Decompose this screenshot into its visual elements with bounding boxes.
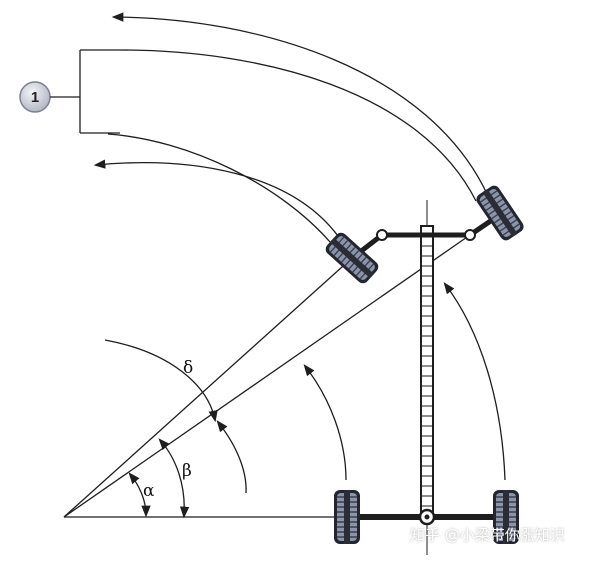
front-left-kingpin: [376, 229, 388, 241]
angle-arcs: [104, 282, 506, 519]
callout-number: 1: [31, 89, 39, 106]
callout-1: 1: [19, 49, 120, 134]
chassis-spine: [420, 225, 434, 519]
angle-label-alpha: α: [143, 481, 155, 501]
front-left-wheel: [322, 229, 382, 287]
front-right-kingpin: [464, 229, 476, 241]
front-right-wheel: [473, 182, 527, 244]
rear-left-wheel: [333, 489, 361, 545]
wheel-travel-arcs: [93, 12, 489, 243]
angle-label-delta: δ: [183, 358, 193, 378]
callout-bracket: [50, 49, 120, 134]
watermark: 知乎 @小梁带你涨知识: [410, 526, 565, 544]
vehicle-chassis: [350, 217, 505, 526]
reference-lines: [63, 234, 471, 518]
angle-label-beta: β: [182, 461, 192, 481]
